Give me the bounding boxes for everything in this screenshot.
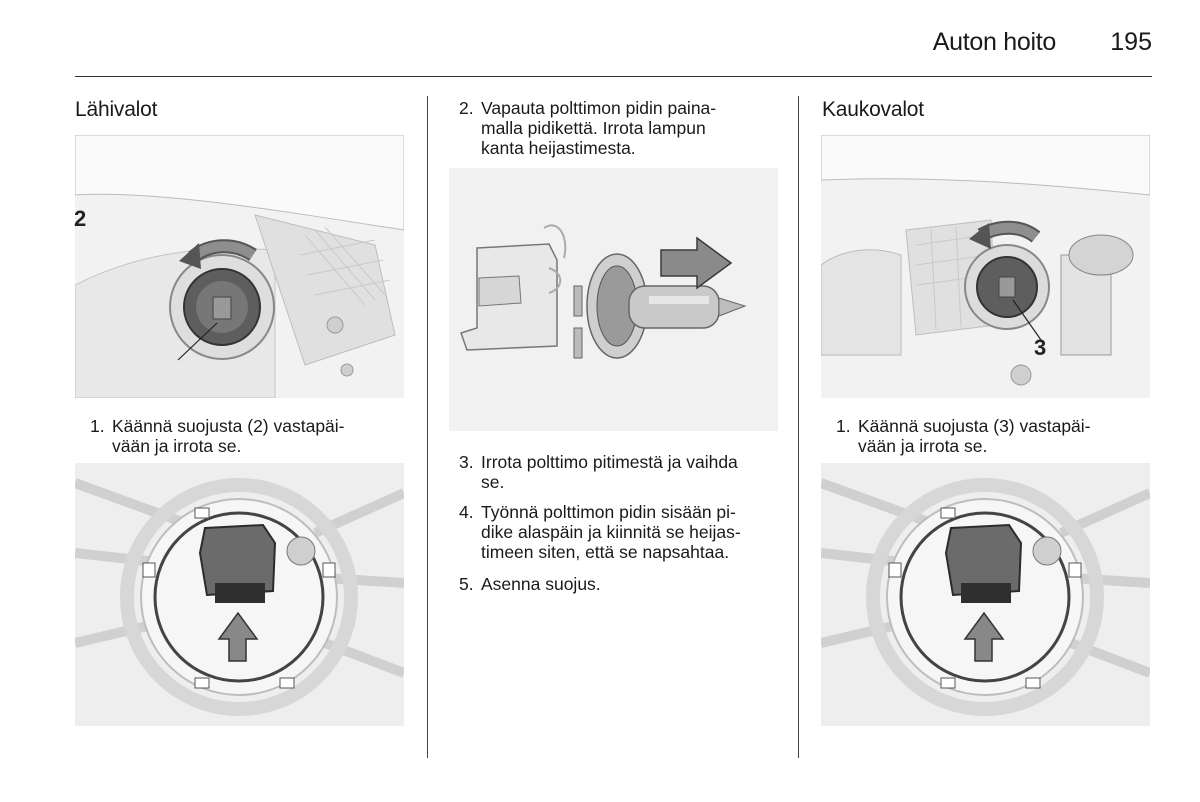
section-title-low-beam: Lähivalot: [75, 98, 158, 121]
figure-high-beam-cover: [821, 135, 1150, 398]
step-text: Vapauta polttimon pidin paina- malla pid…: [481, 98, 717, 158]
bulb-removal-illustration: [449, 168, 778, 431]
step-text: Asenna suojus.: [481, 574, 601, 594]
bulb-holder-illustration: [821, 463, 1150, 726]
step-text: Käännä suojusta (2) vastapäi- vään ja ir…: [112, 416, 345, 456]
figure-low-beam-cover: [75, 135, 404, 398]
step-text: Työnnä polttimon pidin sisään pi- dike a…: [481, 502, 741, 562]
figure-bulb-removal: [449, 168, 778, 431]
running-header-title: Auton hoito: [932, 28, 1057, 56]
column-divider-right: [798, 96, 799, 758]
step-1-high-beam: 1. Käännä suojusta (3) vastapäi- vään ja…: [836, 416, 1146, 456]
step-2: 2. Vapauta polttimon pidin paina- malla …: [459, 98, 779, 158]
figure-callout-3: 3: [1034, 335, 1047, 360]
step-4: 4. Työnnä polttimon pidin sisään pi- dik…: [459, 502, 779, 562]
figure-callout-2: 2: [74, 206, 87, 231]
step-number: 1.: [90, 416, 105, 436]
section-title-high-beam: Kaukovalot: [822, 98, 924, 121]
page-number: 195: [1110, 28, 1152, 56]
column-divider-left: [427, 96, 428, 758]
figure-high-beam-bulb-holder: [821, 463, 1150, 726]
step-1-low-beam: 1. Käännä suojusta (2) vastapäi- vään ja…: [90, 416, 400, 456]
step-text: Käännä suojusta (3) vastapäi- vään ja ir…: [858, 416, 1091, 456]
step-text: Irrota polttimo pitimestä ja vaihda se.: [481, 452, 738, 492]
step-number: 2.: [459, 98, 474, 118]
step-number: 3.: [459, 452, 474, 472]
step-number: 4.: [459, 502, 474, 522]
figure-low-beam-bulb-holder: [75, 463, 404, 726]
step-3: 3. Irrota polttimo pitimestä ja vaihda s…: [459, 452, 779, 492]
bulb-holder-illustration: [75, 463, 404, 726]
step-number: 5.: [459, 574, 474, 594]
header-divider: [75, 76, 1152, 77]
step-5: 5. Asenna suojus.: [459, 574, 779, 594]
headlamp-cover-illustration: [75, 135, 404, 398]
high-beam-cover-illustration: [821, 135, 1150, 398]
step-number: 1.: [836, 416, 851, 436]
